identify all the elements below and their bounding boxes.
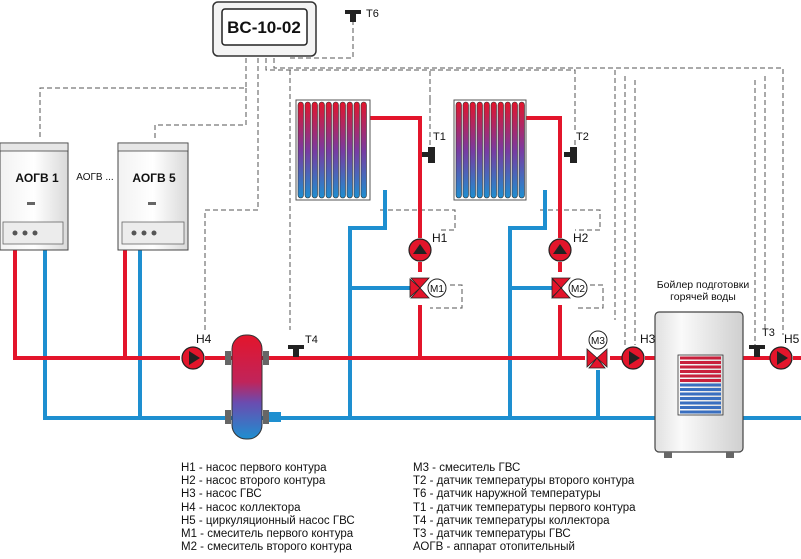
sensor-t1: Т1 [422,131,446,163]
radiator-circuit-2 [453,99,527,201]
legend-left: Н1 - насос первого контура Н2 - насос вт… [181,462,355,554]
radiator-section [483,101,490,199]
sensor-t1-label: Т1 [433,131,446,143]
radiator-section [504,101,511,199]
radiator-section [297,101,304,199]
legend-item: Н1 - насос первого контура [181,462,327,474]
sensor-t3: Т3 [749,327,775,357]
pump-h2-label: Н2 [573,231,589,245]
sensor-t6-label: Т6 [366,8,379,20]
legend-item: АОГВ - аппарат отопительный [413,541,575,554]
radiator-section [353,101,360,199]
mixer-m1: М1 [409,277,447,299]
mixer-m3: М3 [586,330,608,369]
radiator-section [476,101,483,199]
legend-item: М2 - смеситель второго контура [181,541,352,554]
boiler-1-label: АОГВ 1 [15,171,59,185]
radiator-section [332,101,339,199]
radiator-section [325,101,332,199]
radiator-circuit-1 [295,99,371,201]
sensor-t2: Т2 [564,131,589,163]
tank-title-line2: горячей воды [670,291,736,303]
radiator-section [462,101,469,199]
controller-label: BC-10-02 [227,18,301,37]
pump-h5: Н5 [769,332,800,370]
mixer-m1-label: М1 [430,284,444,295]
radiator-section [304,101,311,199]
hydraulic-separator [225,334,281,440]
pump-h4: Н4 [181,332,212,370]
pump-h2: Н2 [548,231,589,262]
radiator-section [511,101,518,199]
mixer-m2-label: М2 [571,284,585,295]
legend-item: Н4 - насос коллектора [181,501,301,514]
sensor-t2-label: Т2 [576,131,589,143]
tank-title-line1: Бойлер подготовки [657,279,750,291]
hot-water-tank: Бойлер подготовки горячей воды [654,279,750,458]
boiler-aogv-5: АОГВ 5 [117,142,189,251]
controller-bc-10-02: BC-10-02 [212,1,317,57]
radiator-section [346,101,353,199]
boiler-middle-label: АОГВ ... [76,172,113,183]
radiator-section [455,101,462,199]
legend-item: М3 - смеситель ГВС [413,462,521,474]
boiler-aogv-1: АОГВ 1 [0,142,69,251]
radiator-section [339,101,346,199]
legend-right: М3 - смеситель ГВС Т2 - датчик температу… [413,462,636,554]
legend-item: Т6 - датчик наружной температуры [413,488,601,501]
radiator-section [518,101,525,199]
sensor-t6: Т6 [345,8,379,22]
pump-h3: Н3 [621,332,656,370]
sensor-t3-label: Т3 [762,327,775,339]
sensor-t4-label: Т4 [305,334,318,346]
pump-h1-label: Н1 [432,231,448,245]
legend-item: Н5 - циркуляционный насос ГВС [181,514,355,527]
legend-item: Т2 - датчик температуры второго контура [413,475,635,488]
radiator-section [469,101,476,199]
legend-item: М1 - смеситель первого контура [181,528,354,541]
pump-h4-label: Н4 [196,332,212,346]
radiator-section [311,101,318,199]
mixer-m2: М2 [551,277,588,299]
pump-h3-label: Н3 [640,332,656,346]
radiator-section [360,101,367,199]
legend-item: Н3 - насос ГВС [181,488,262,501]
sensor-t4: Т4 [288,334,318,357]
legend-item: Н2 - насос второго контура [181,475,326,488]
mixer-m3-label: М3 [591,336,605,347]
pump-h1: Н1 [408,231,448,262]
boiler-5-label: АОГВ 5 [132,171,176,185]
legend-item: Т3 - датчик температуры ГВС [413,528,571,541]
legend-item: Т1 - датчик температуры первого контура [413,501,636,514]
radiator-section [497,101,504,199]
radiator-section [490,101,497,199]
control-lines [39,20,784,345]
radiator-section [318,101,325,199]
pump-h5-label: Н5 [784,332,800,346]
legend-item: Т4 - датчик температуры коллектора [413,514,610,527]
